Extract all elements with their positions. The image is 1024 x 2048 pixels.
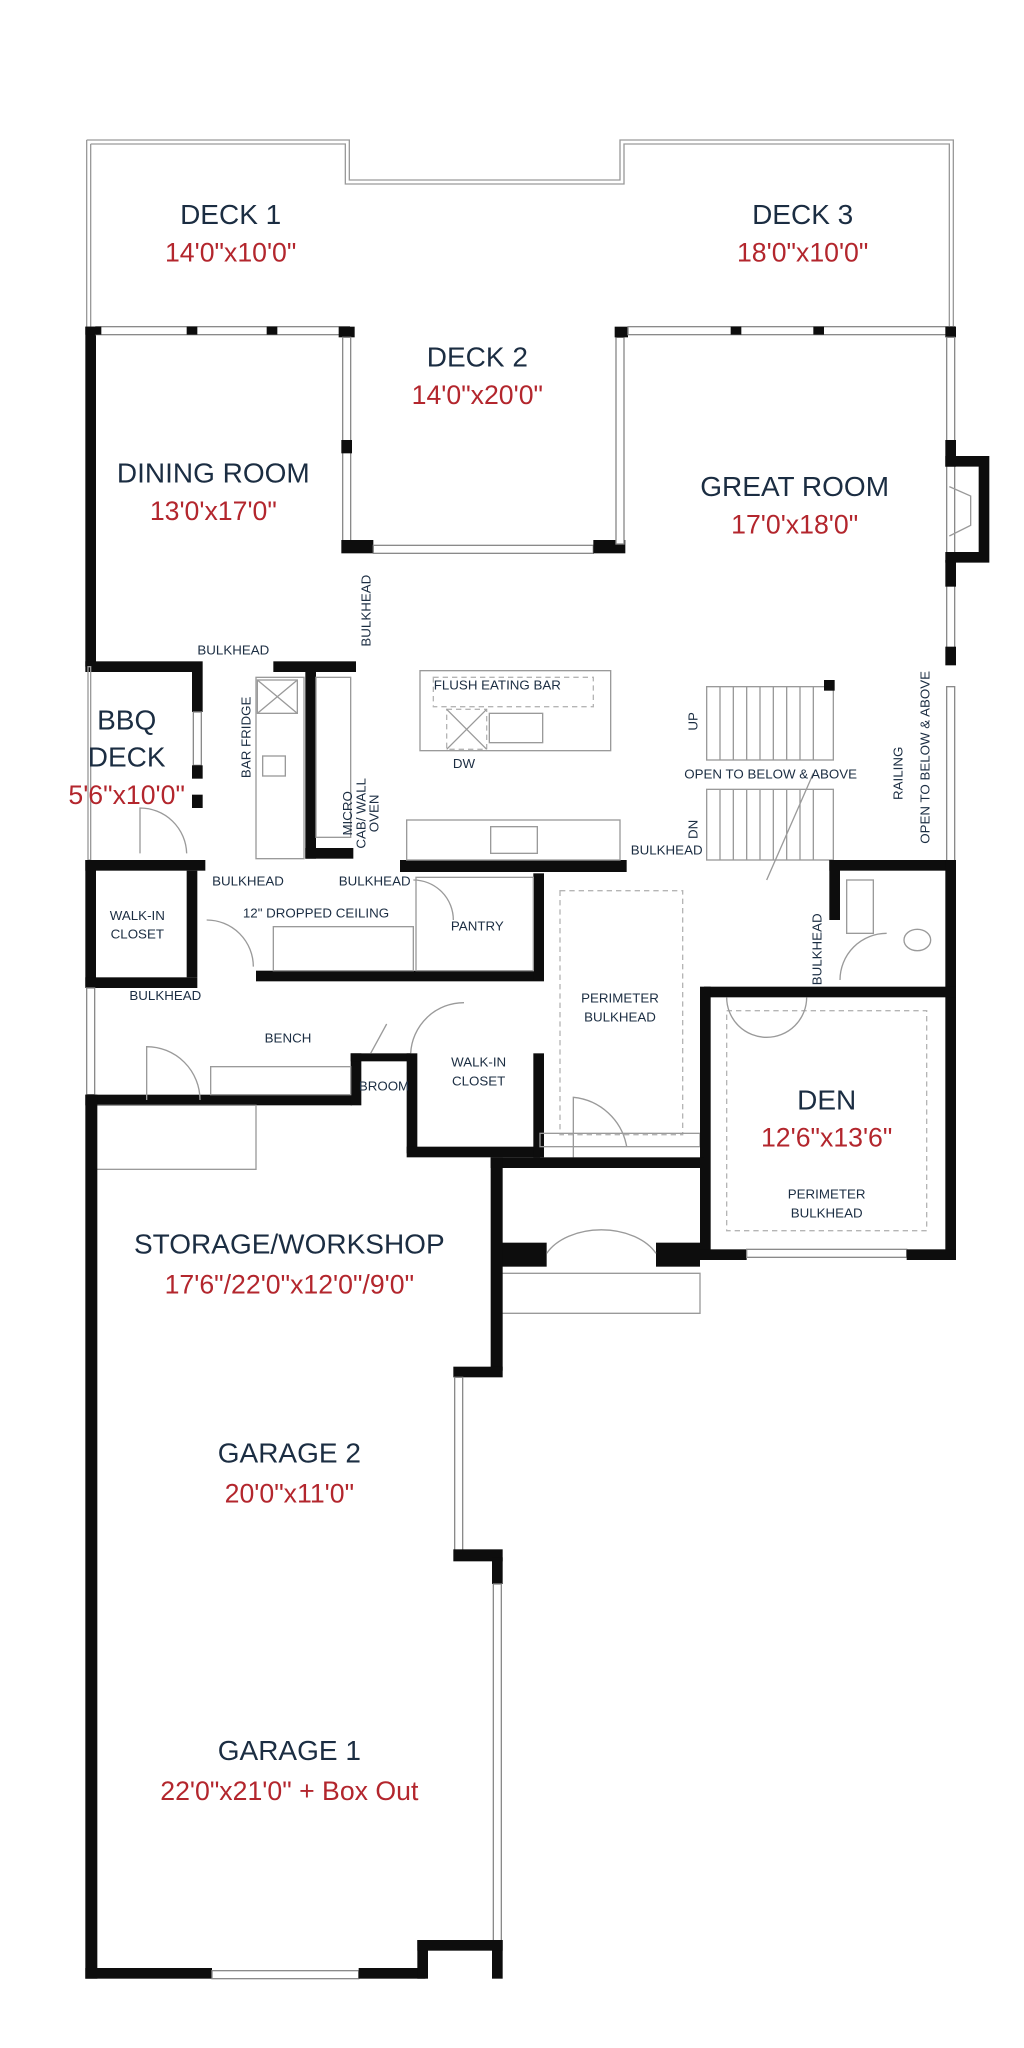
room-name-bbq-deck: DECK	[88, 742, 166, 773]
note-bulkhead-powder: BULKHEAD	[809, 913, 824, 985]
room-dim-garage-2: 20'0"x11'0"	[225, 1479, 354, 1509]
room-dim-deck-3: 18'0"x10'0"	[737, 237, 868, 267]
note-walkin-2: WALK-IN	[451, 1055, 506, 1070]
note-oven: OVEN	[367, 794, 382, 832]
note-broom: BROOM	[359, 1079, 409, 1094]
note-perimeter-bulkhead-den: BULKHEAD	[791, 1205, 863, 1220]
note-dw: DW	[453, 756, 476, 771]
room-dim-storage: 17'6"/22'0"x12'0"/9'0"	[165, 1269, 414, 1299]
walls	[85, 325, 990, 1980]
room-name-bbq: BBQ	[97, 704, 156, 735]
room-dim-bbq-deck: 5'6"x10'0"	[68, 780, 185, 810]
room-dim-deck-1: 14'0"x10'0"	[165, 237, 296, 267]
room-name-deck-3: DECK 3	[752, 199, 853, 230]
room-name-garage-2: GARAGE 2	[218, 1438, 361, 1469]
note-bulkhead-kitchen: BULKHEAD	[339, 873, 411, 888]
room-name-dining: DINING ROOM	[117, 458, 310, 489]
note-bulkhead-entry: BULKHEAD	[129, 988, 201, 1003]
note-micro: MICRO	[340, 791, 355, 835]
note-walkin-1: WALK-IN	[110, 908, 165, 923]
note-closet-2: CLOSET	[452, 1073, 505, 1088]
note-pantry: PANTRY	[451, 919, 504, 934]
note-bulkhead-dining: BULKHEAD	[197, 643, 269, 658]
note-perimeter-bulkhead-foyer: BULKHEAD	[584, 1009, 656, 1024]
note-bulkhead-stairs: BULKHEAD	[631, 843, 703, 858]
note-cab-wall: CAB/ WALL	[353, 778, 368, 849]
room-dim-den: 12'6"x13'6"	[761, 1123, 892, 1153]
note-perimeter-den: PERIMETER	[788, 1187, 866, 1202]
room-name-great-room: GREAT ROOM	[700, 471, 889, 502]
note-up: UP	[685, 712, 700, 731]
note-open-below: OPEN TO BELOW & ABOVE	[684, 767, 857, 782]
note-closet-1: CLOSET	[111, 927, 164, 942]
room-name-garage-1: GARAGE 1	[218, 1735, 361, 1766]
note-bar-fridge: BAR FRIDGE	[239, 696, 254, 778]
room-dim-dining: 13'0'x17'0"	[150, 496, 277, 526]
room-name-deck-2: DECK 2	[427, 342, 528, 373]
note-bulkhead-hall: BULKHEAD	[212, 873, 284, 888]
note-flush-eating-bar: FLUSH EATING BAR	[434, 677, 561, 692]
note-railing: RAILING	[891, 747, 906, 800]
note-dn: DN	[685, 820, 700, 839]
note-bulkhead-vertical: BULKHEAD	[359, 575, 374, 647]
room-dim-great-room: 17'0'x18'0"	[731, 509, 858, 539]
note-open-below-vertical: OPEN TO BELOW & ABOVE	[917, 671, 932, 844]
room-name-deck-1: DECK 1	[180, 199, 281, 230]
room-dim-deck-2: 14'0"x20'0"	[412, 380, 543, 410]
stairs	[706, 685, 834, 881]
deck-outline	[86, 139, 954, 327]
room-dim-garage-1: 22'0"x21'0" + Box Out	[160, 1776, 419, 1806]
note-perimeter-foyer: PERIMETER	[581, 991, 659, 1006]
note-dropped-ceiling: 12" DROPPED CEILING	[243, 905, 389, 920]
room-name-den: DEN	[797, 1084, 856, 1115]
note-bench: BENCH	[265, 1031, 312, 1046]
room-name-storage: STORAGE/WORKSHOP	[134, 1228, 445, 1259]
annotations: BULKHEAD BULKHEAD FLUSH EATING BAR DW BA…	[110, 575, 933, 1221]
